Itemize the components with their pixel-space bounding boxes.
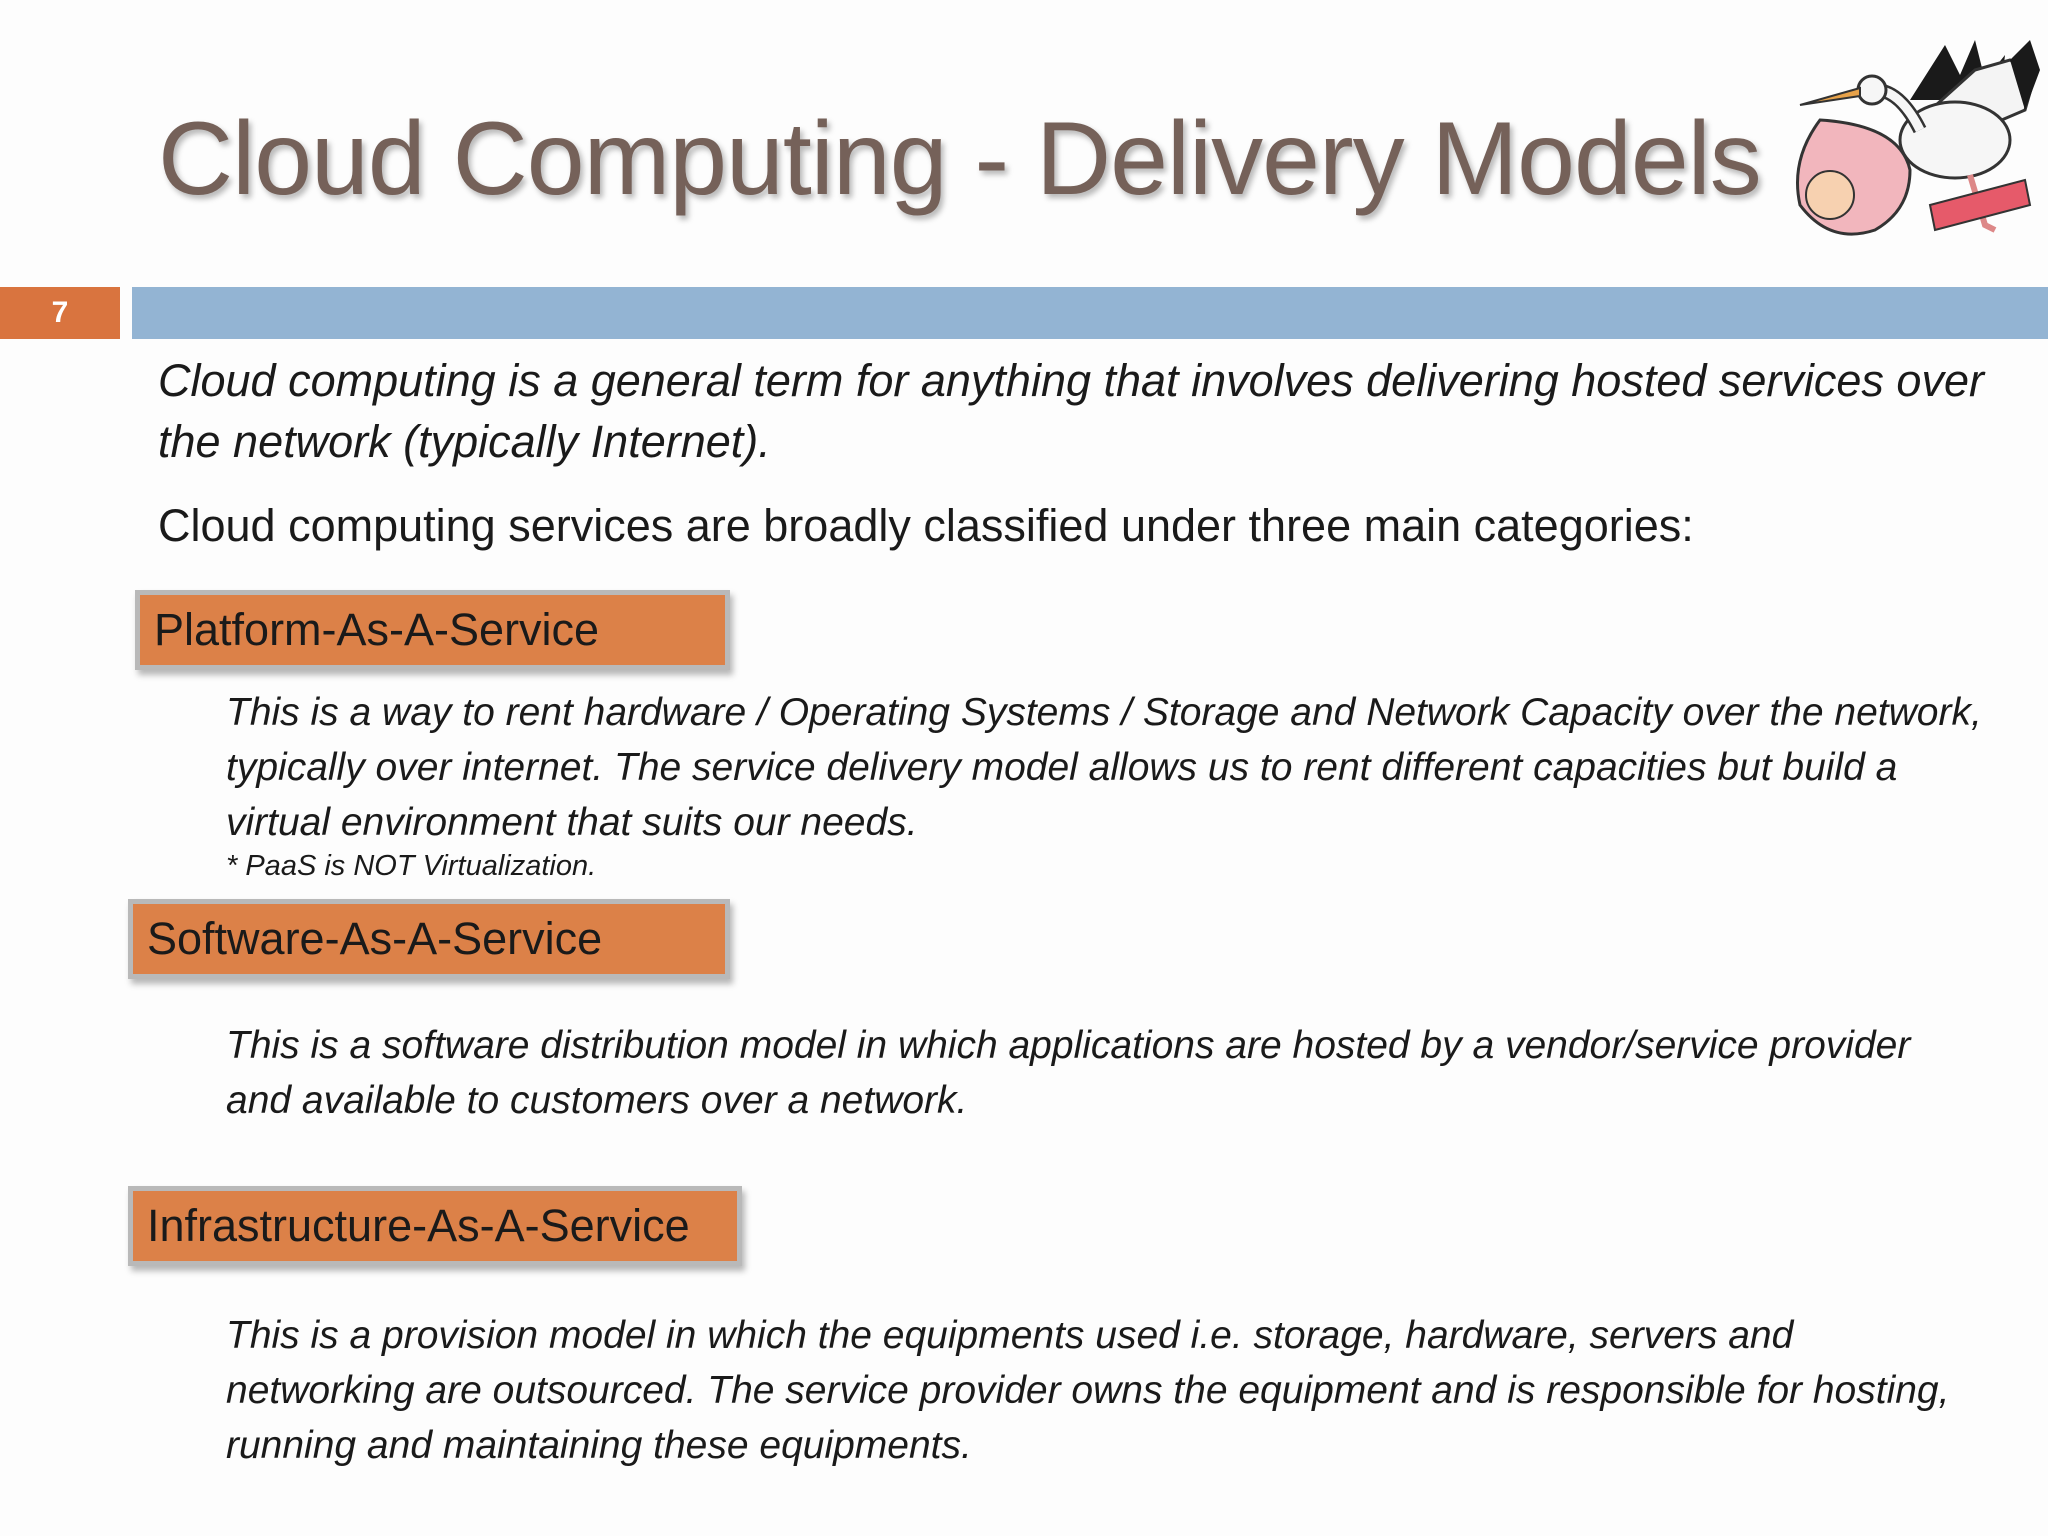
saas-label: Software-As-A-Service bbox=[147, 913, 603, 964]
iaas-label-box: Infrastructure-As-A-Service bbox=[128, 1186, 742, 1266]
slide-number: 7 bbox=[0, 287, 120, 339]
slide-title: Cloud Computing - Delivery Models bbox=[158, 101, 1762, 217]
paas-label-box: Platform-As-A-Service bbox=[135, 590, 730, 670]
header-bar bbox=[132, 287, 2048, 339]
intro-text: Cloud computing is a general term for an… bbox=[158, 355, 1984, 467]
saas-label-box: Software-As-A-Service bbox=[128, 899, 730, 979]
stork-illustration bbox=[1796, 40, 2040, 236]
paas-label: Platform-As-A-Service bbox=[154, 604, 600, 655]
paas-note: * PaaS is NOT Virtualization. bbox=[226, 850, 597, 882]
iaas-description: This is a provision model in which the e… bbox=[226, 1314, 1950, 1467]
paas-description: This is a way to rent hardware / Operati… bbox=[226, 691, 1982, 844]
iaas-label: Infrastructure-As-A-Service bbox=[147, 1200, 690, 1251]
categories-intro: Cloud computing services are broadly cla… bbox=[158, 500, 1694, 551]
saas-description: This is a software distribution model in… bbox=[226, 1024, 1911, 1122]
